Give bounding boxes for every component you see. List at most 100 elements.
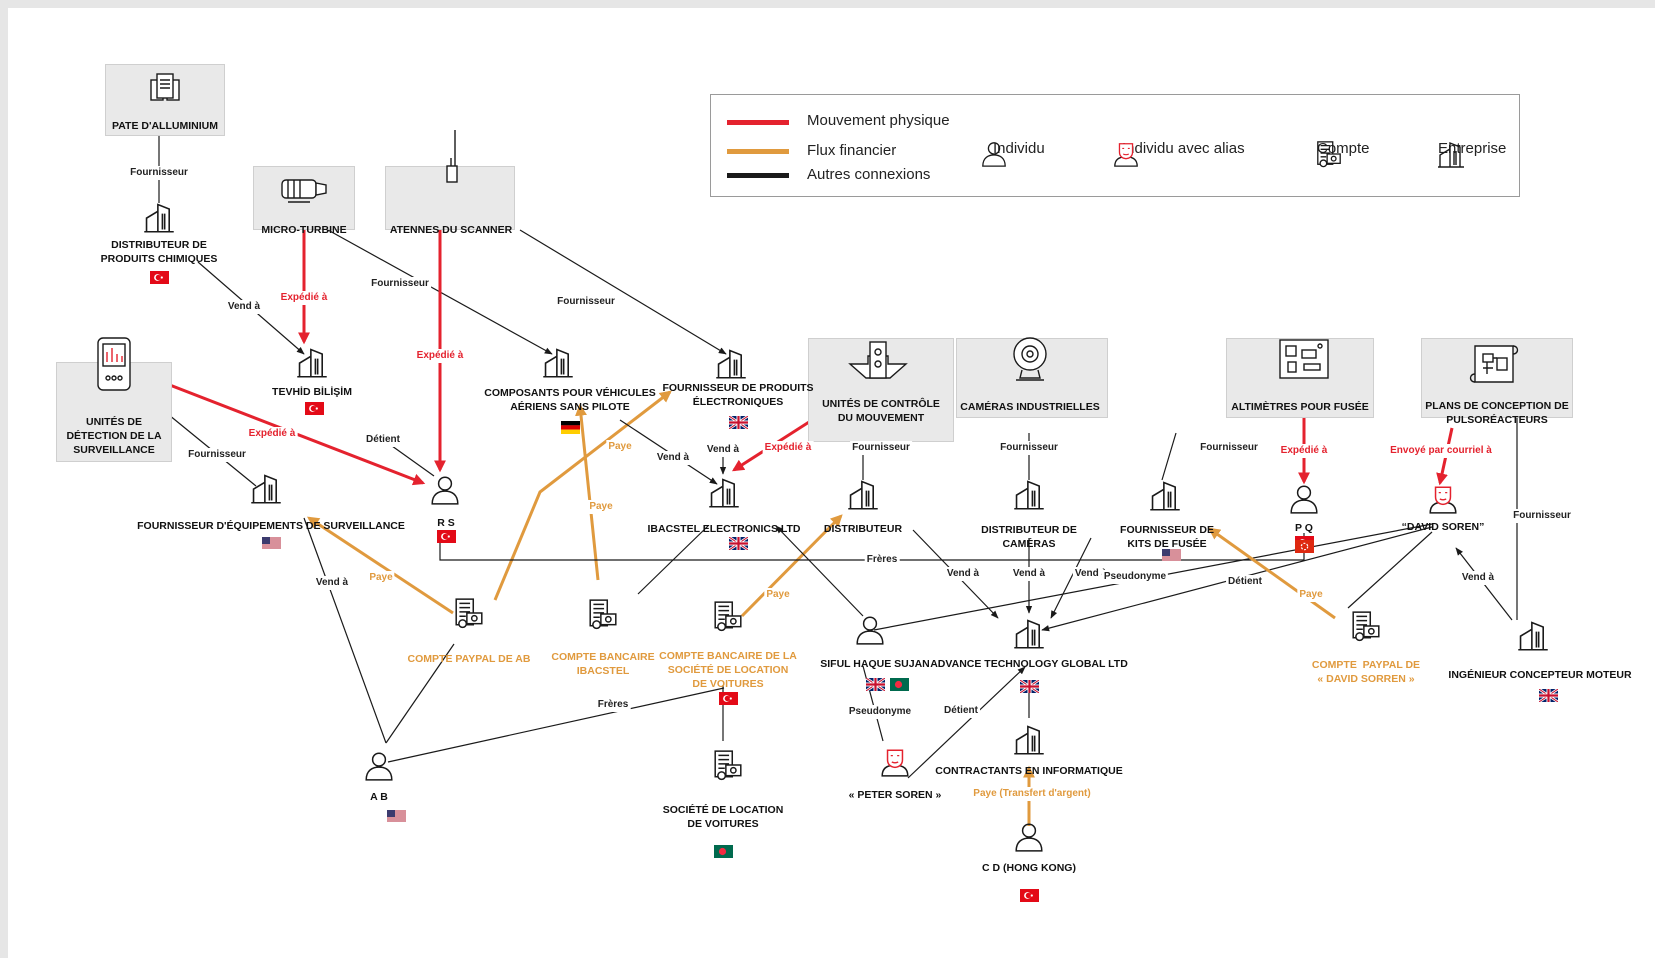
legend-alias-label: Individu avec alias — [1122, 140, 1245, 157]
edge-label-vend-a: Vend à — [313, 576, 351, 590]
edge-label-fournisseur: Fournisseur — [998, 441, 1060, 455]
edge-label-vend-a: Vend à — [704, 443, 742, 457]
account-icon — [589, 599, 617, 630]
blueprint-icon — [1469, 345, 1519, 383]
node-label-david: “DAVID SOREN” — [1401, 521, 1485, 533]
node-label-composants: COMPOSANTS POUR VÉHICULES AÉRIENS SANS P… — [484, 387, 656, 413]
legend-other-line — [727, 173, 789, 178]
node-label-tevhid: TEVHİD BİLİŞİM — [272, 386, 352, 398]
edge-label-paye: Paye — [606, 440, 634, 454]
edge-label-detient: Détient — [942, 704, 980, 718]
node-label-plans: PLANS DE CONCEPTION DE PULSORÉACTEURS — [1425, 400, 1569, 426]
legend-other-label: Autres connexions — [807, 166, 931, 183]
board-icon — [1279, 339, 1329, 379]
node-label-distributeur-chimiques: DISTRIBUTEUR DE PRODUITS CHIMIQUES — [100, 239, 218, 265]
edge-label-vend-a: Vend à — [1459, 571, 1497, 585]
edge-label-expedie-a: Expédié à — [762, 441, 814, 455]
company-icon — [1150, 481, 1180, 511]
connection-line — [157, 405, 257, 487]
legend-physical-label: Mouvement physique — [807, 112, 950, 129]
node-label-micro-turbine: MICRO-TURBINE — [261, 224, 347, 236]
company-icon — [1518, 621, 1548, 651]
edge-label-envoye-courriel: Envoyé par courriel à — [1388, 444, 1494, 458]
edge-label-freres: Frères — [864, 553, 900, 567]
node-label-pate: PATE D'ALLUMINIUM — [112, 120, 218, 132]
node-label-paypal-ab: COMPTE PAYPAL DE AB — [407, 653, 531, 665]
connection-line — [306, 516, 454, 615]
node-label-cd: C D (HONG KONG) — [982, 862, 1076, 874]
paste-icon — [150, 73, 180, 101]
connection-line — [385, 643, 455, 744]
edge-label-paye: Paye — [587, 500, 615, 514]
person-icon — [365, 752, 393, 781]
edge-label-paye-transfert: Paye (Transfert d'argent) — [971, 787, 1093, 801]
connection-line — [575, 403, 600, 581]
node-label-altimetres: ALTIMÈTRES POUR FUSÉE — [1231, 401, 1369, 413]
edge-label-fournisseur: Fournisseur — [555, 295, 617, 309]
edge-label-fournisseur: Fournisseur — [1198, 441, 1260, 455]
edge-label-expedie-a: Expédié à — [1278, 444, 1330, 458]
legend-account-icon — [1317, 141, 1341, 168]
company-icon — [709, 478, 739, 508]
connection-line — [1161, 432, 1177, 481]
flag-gb — [1539, 689, 1558, 702]
node-label-cameras: CAMÉRAS INDUSTRIELLES — [960, 401, 1100, 413]
turbine-icon — [281, 179, 327, 203]
node-label-ibacstel: IBACSTEL ELECTRONICS LTD — [647, 523, 801, 535]
connection-line — [519, 229, 727, 355]
device-icon — [97, 337, 131, 391]
edge-label-fournisseur: Fournisseur — [850, 441, 912, 455]
node-label-distributeur-cameras: DISTRIBUTEUR DE CAMÉRAS — [981, 524, 1077, 550]
node-label-advance: ADVANCE TECHNOLOGY GLOBAL LTD — [930, 658, 1128, 670]
account-icon — [1352, 611, 1380, 642]
node-label-compte-location: COMPTE BANCAIRE DE LA SOCIÉTÉ DE LOCATIO… — [659, 650, 797, 690]
node-label-fournisseur-electroniques: FOURNISSEUR DE PRODUITS ÉLECTRONIQUES — [662, 382, 814, 408]
connection-line — [303, 517, 387, 744]
node-label-pq: P Q — [1295, 522, 1313, 534]
flag-tr — [305, 402, 324, 415]
legend-company-icon — [1438, 141, 1464, 168]
flag-us — [387, 810, 406, 823]
legend-company-label: Entreprise — [1438, 140, 1507, 157]
company-icon — [848, 480, 878, 510]
legend-account-label: Compte — [1317, 140, 1370, 157]
product-box-pate — [105, 64, 225, 136]
flag-gb — [1020, 680, 1039, 693]
node-label-fournisseur-kits: FOURNISSEUR DE KITS DE FUSÉE — [1120, 524, 1214, 550]
edge-label-freres: Frères — [595, 698, 631, 712]
company-icon — [716, 349, 746, 379]
connection-line — [493, 390, 672, 601]
flag-tr — [719, 692, 738, 705]
account-icon — [455, 598, 483, 629]
edge-label-fournisseur: Fournisseur — [186, 448, 248, 462]
edge-label-fournisseur: Fournisseur — [1511, 509, 1573, 523]
node-label-unites-controle: UNITÉS DE CONTRÔLE DU MOUVEMENT — [822, 398, 940, 424]
flag-gb — [729, 416, 748, 429]
legend-individual-label: Individu — [993, 140, 1045, 157]
edge-label-detient: Détient — [1226, 575, 1264, 589]
motion-icon — [848, 341, 908, 379]
connection-line — [1208, 527, 1336, 620]
node-label-societe-location: SOCIÉTÉ DE LOCATION DE VOITURES — [662, 804, 784, 830]
flag-bd — [714, 845, 733, 858]
antenna-icon — [446, 130, 458, 183]
edge-label-expedie-a: Expédié à — [414, 349, 466, 363]
company-icon — [1014, 619, 1044, 649]
edge-label-paye: Paye — [367, 571, 395, 585]
connection-line — [775, 525, 864, 617]
node-label-peter: « PETER SOREN » — [848, 789, 942, 801]
flag-de — [561, 421, 580, 434]
person-icon — [1290, 485, 1318, 514]
flag-us — [262, 537, 281, 550]
alias-person-icon — [881, 749, 909, 777]
edge-label-paye: Paye — [764, 588, 792, 602]
company-icon — [1014, 725, 1044, 755]
legend-financial-label: Flux financier — [807, 142, 897, 159]
person-icon — [431, 476, 459, 505]
edge-label-paye: Paye — [1297, 588, 1325, 602]
connection-line — [740, 514, 843, 618]
node-label-distributeur: DISTRIBUTEUR — [823, 523, 903, 535]
edge-label-pseudonyme: Pseudonyme — [1101, 570, 1169, 584]
node-label-fournisseur-surveillance: FOURNISSEUR D'ÉQUIPEMENTS DE SURVEILLANC… — [137, 520, 405, 532]
